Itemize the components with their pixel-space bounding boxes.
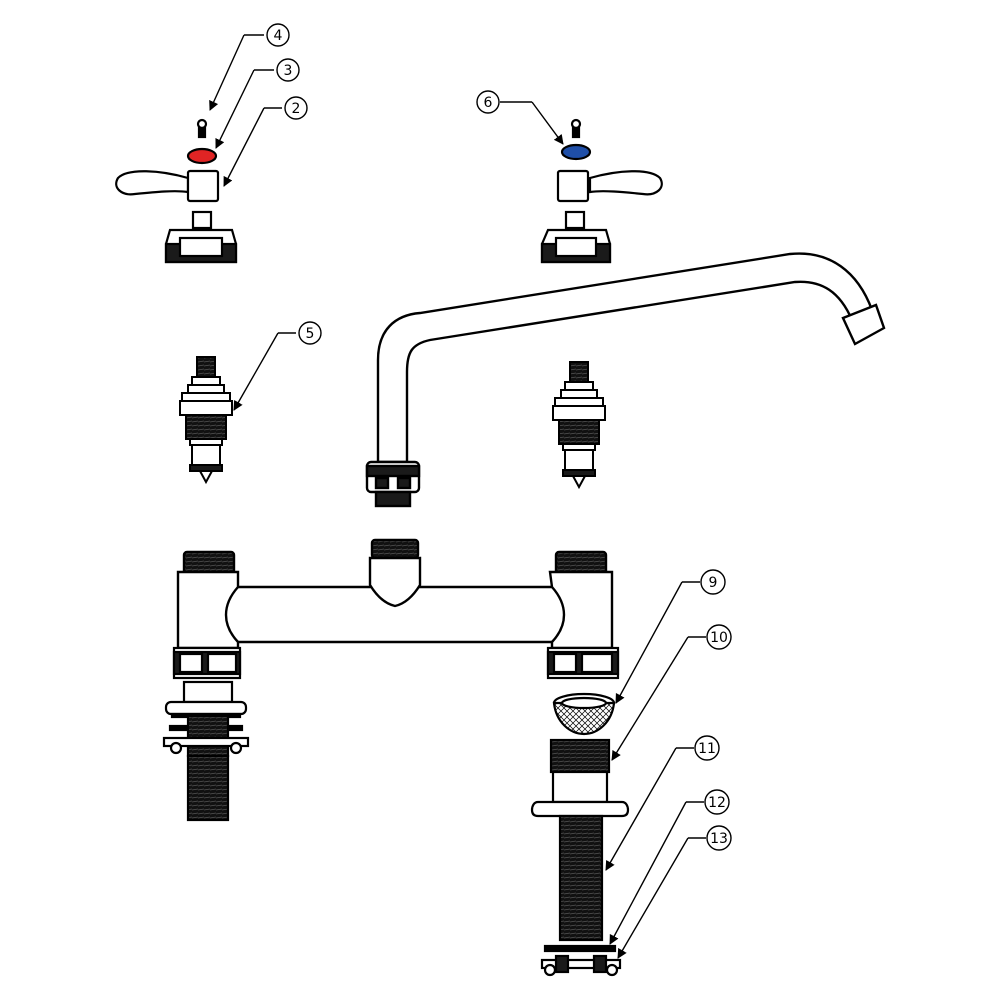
washer-and-locknut xyxy=(540,944,622,977)
callout-label-2: 2 xyxy=(292,101,301,117)
callout-3: 3 xyxy=(215,58,300,149)
cold-handle-screw xyxy=(570,118,582,139)
callout-label-6: 6 xyxy=(484,95,493,111)
callout-label-5: 5 xyxy=(306,326,315,342)
spout-aerator xyxy=(841,303,886,346)
cold-index-cap xyxy=(560,143,592,161)
callout-4: 4 xyxy=(209,23,290,111)
callout-10: 10 xyxy=(611,624,732,761)
swing-spout xyxy=(365,252,886,508)
hot-index-cap xyxy=(186,147,218,165)
cold-lever xyxy=(588,170,663,196)
callout-label-13: 13 xyxy=(710,831,728,847)
hot-handle-screw xyxy=(196,118,208,139)
callout-label-3: 3 xyxy=(284,63,293,79)
callout-12: 12 xyxy=(609,789,730,945)
callout-13: 13 xyxy=(617,825,732,959)
right-coupling-nut xyxy=(546,646,620,680)
strainer-screen xyxy=(552,692,616,736)
hot-handle-assembly xyxy=(115,118,238,264)
cold-valve-cartridge xyxy=(552,361,606,490)
callout-label-9: 9 xyxy=(709,575,718,591)
callout-label-4: 4 xyxy=(274,28,283,44)
callout-11: 11 xyxy=(605,735,720,871)
hot-lever xyxy=(115,170,190,196)
callout-label-11: 11 xyxy=(698,741,716,757)
right-shank xyxy=(530,738,630,942)
cold-handle-assembly xyxy=(540,118,663,264)
callout-2: 2 xyxy=(223,96,308,187)
left-shank-assembly xyxy=(162,646,250,822)
hot-handle-body xyxy=(186,169,220,203)
callout-label-10: 10 xyxy=(710,630,728,646)
cold-handle-body xyxy=(556,169,590,203)
callout-9: 9 xyxy=(615,569,726,704)
callout-5: 5 xyxy=(233,321,322,411)
hot-valve-cartridge xyxy=(179,356,233,485)
callout-6: 6 xyxy=(476,90,564,145)
faucet-deck-body xyxy=(176,538,614,650)
callout-label-12: 12 xyxy=(708,795,726,811)
